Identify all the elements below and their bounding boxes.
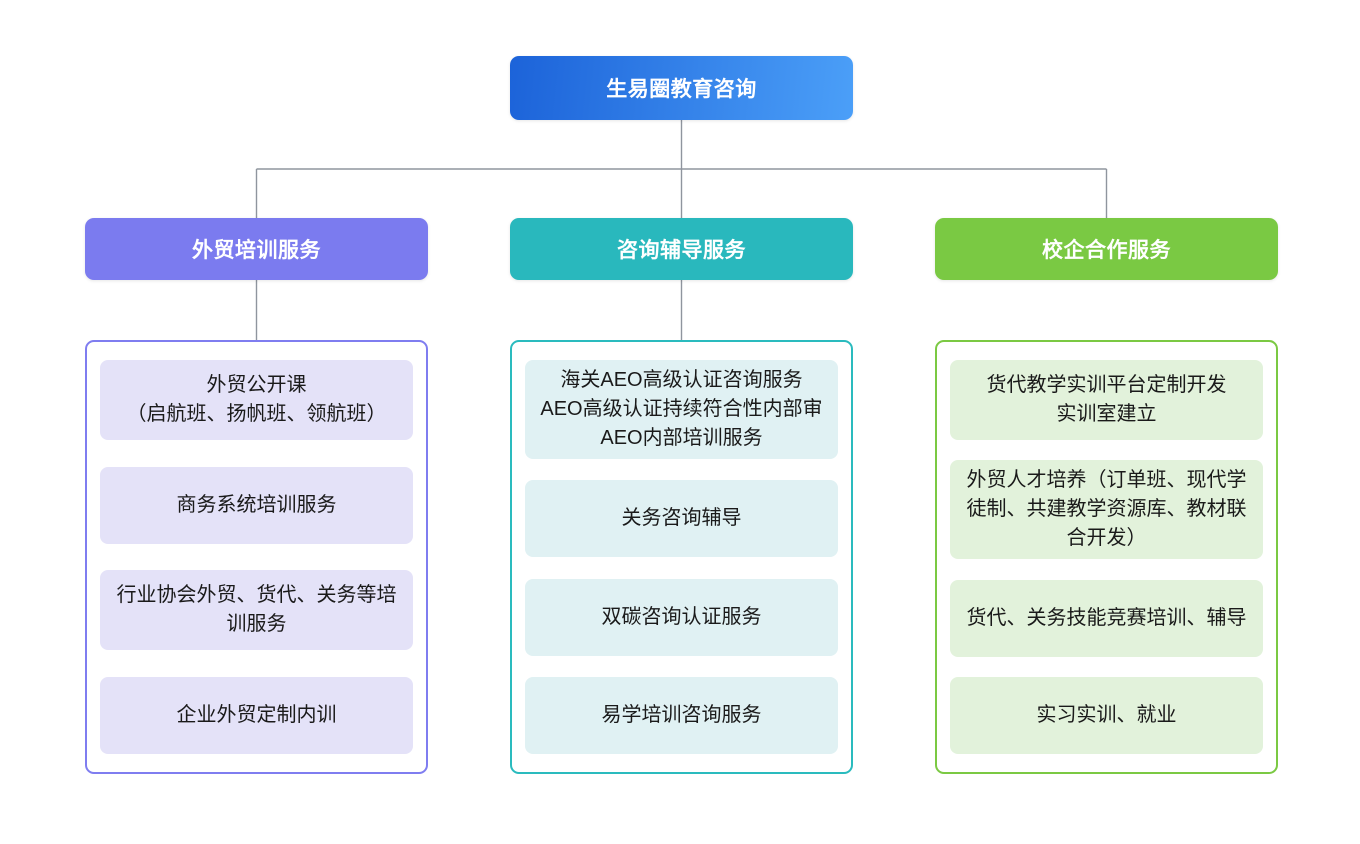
branch-item: 双碳咨询认证服务 <box>525 578 838 656</box>
branch-header-label: 外贸培训服务 <box>192 239 321 262</box>
branch-item: 关务咨询辅导 <box>525 480 838 558</box>
branch-school-enterprise-cooperation: 校企合作服务 货代教学实训平台定制开发 实训室建立 外贸人才培养（订单班、现代学… <box>935 218 1278 774</box>
branch-item: 易学培训咨询服务 <box>525 676 838 754</box>
branch-box: 货代教学实训平台定制开发 实训室建立 外贸人才培养（订单班、现代学 徒制、共建教… <box>935 340 1278 774</box>
branch-header-label: 咨询辅导服务 <box>617 239 746 262</box>
branch-consulting-coaching: 咨询辅导服务 海关AEO高级认证咨询服务 AEO高级认证持续符合性内部审 AEO… <box>510 218 853 774</box>
branch-item: 货代、关务技能竞赛培训、辅导 <box>950 579 1263 657</box>
root-node-label: 生易圈教育咨询 <box>606 78 757 101</box>
branch-foreign-trade-training: 外贸培训服务 外贸公开课 （启航班、扬帆班、领航班） 商务系统培训服务 行业协会… <box>85 218 428 774</box>
branch-item: 企业外贸定制内训 <box>100 676 413 754</box>
branch-header: 外贸培训服务 <box>85 218 428 280</box>
branch-box: 海关AEO高级认证咨询服务 AEO高级认证持续符合性内部审 AEO内部培训服务 … <box>510 340 853 774</box>
root-node: 生易圈教育咨询 <box>510 56 853 120</box>
branch-item: 实习实训、就业 <box>950 676 1263 754</box>
branch-header: 校企合作服务 <box>935 218 1278 280</box>
branch-header-label: 校企合作服务 <box>1042 239 1171 262</box>
branch-box: 外贸公开课 （启航班、扬帆班、领航班） 商务系统培训服务 行业协会外贸、货代、关… <box>85 340 428 774</box>
branch-header: 咨询辅导服务 <box>510 218 853 280</box>
branch-item: 外贸人才培养（订单班、现代学 徒制、共建教学资源库、教材联 合开发） <box>950 460 1263 560</box>
branch-item: 海关AEO高级认证咨询服务 AEO高级认证持续符合性内部审 AEO内部培训服务 <box>525 360 838 459</box>
branch-item: 商务系统培训服务 <box>100 466 413 544</box>
branch-item: 行业协会外贸、货代、关务等培 训服务 <box>100 570 413 651</box>
branch-item: 外贸公开课 （启航班、扬帆班、领航班） <box>100 360 413 440</box>
branch-item: 货代教学实训平台定制开发 实训室建立 <box>950 360 1263 440</box>
